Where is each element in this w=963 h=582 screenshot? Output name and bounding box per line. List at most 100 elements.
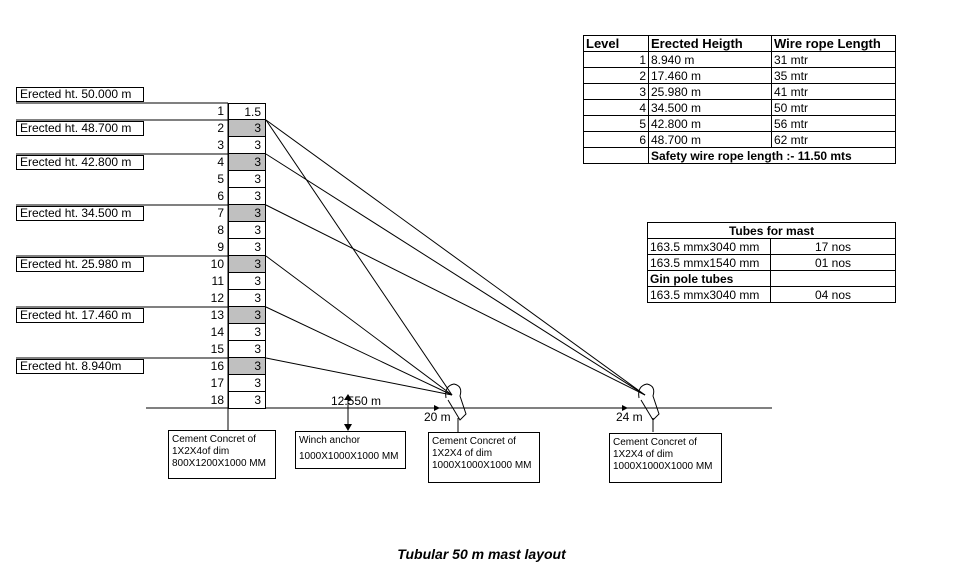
header-wire-rope-length: Wire rope Length <box>771 35 896 52</box>
winch-anchor-line: 1000X1000X1000 MM <box>299 451 399 462</box>
anchor2-distance: 24 m <box>616 410 643 424</box>
mast-section-length: 1.5 <box>228 103 266 120</box>
mast-section-length: 3 <box>228 154 266 171</box>
guy-wire-l1-near <box>265 357 453 396</box>
tubes-row: 163.5 mmx3040 mm 17 nos <box>647 238 896 255</box>
anchor1-foundation-line: 1000X1000X1000 MM <box>432 460 532 471</box>
gin-blank <box>770 270 896 287</box>
mast-section-length: 3 <box>228 120 266 137</box>
mast-section-length: 3 <box>228 392 266 409</box>
tube-size: 163.5 mmx3040 mm <box>647 238 771 255</box>
tube-qty: 01 nos <box>770 254 896 271</box>
mast-section-length: 3 <box>228 171 266 188</box>
mast-section-number: 15 <box>210 342 224 356</box>
wire-rope-length: 50 mtr <box>771 99 896 116</box>
mast-section-number: 8 <box>217 223 224 237</box>
anchor-hook-near <box>445 383 467 421</box>
mast-section-number: 16 <box>210 359 224 373</box>
anchor2-foundation-box: Cement Concret of 1X2X4 of dim 1000X1000… <box>609 433 722 483</box>
mast-section-length: 3 <box>228 375 266 392</box>
mast-section-length: 3 <box>228 290 266 307</box>
tubes-header: Tubes for mast <box>647 222 896 239</box>
mast-section-length: 3 <box>228 324 266 341</box>
anchor2-foundation-line: 1000X1000X1000 MM <box>613 461 713 472</box>
diagram-title: Tubular 50 m mast layout <box>397 546 566 562</box>
mast-section-number: 5 <box>217 172 224 186</box>
erected-height: 48.700 m <box>648 131 772 148</box>
tube-qty: 17 nos <box>770 238 896 255</box>
erected-height: 42.800 m <box>648 115 772 132</box>
mast-section-length: 3 <box>228 239 266 256</box>
mast-section-length: 3 <box>228 137 266 154</box>
tubes-row: 163.5 mmx1540 mm 01 nos <box>647 254 896 271</box>
mast-section-number: 9 <box>217 240 224 254</box>
mast-foundation-line: Cement Concret of <box>172 434 256 445</box>
winch-anchor-box: Winch anchor 1000X1000X1000 MM <box>295 431 406 469</box>
erected-label-50: Erected ht. 50.000 m <box>16 87 144 102</box>
winch-arrow-head-up <box>344 394 352 400</box>
wire-rope-length: 56 mtr <box>771 115 896 132</box>
level-table-header: Level Erected Heigth Wire rope Length <box>583 35 896 52</box>
mast-section-number: 17 <box>210 376 224 390</box>
footer-blank <box>583 147 649 164</box>
mast-section-number: 3 <box>217 138 224 152</box>
mast-section-number: 2 <box>217 121 224 135</box>
mast-foundation-line: 1X2X4of dim <box>172 446 230 457</box>
erected-label-17: Erected ht. 17.460 m <box>16 308 144 323</box>
winch-distance: 12.550 m <box>331 394 382 408</box>
mast-section-number: 4 <box>217 155 224 169</box>
level-number: 3 <box>583 83 649 100</box>
mast-section-length: 3 <box>228 256 266 273</box>
level-number: 1 <box>583 51 649 68</box>
level-number: 5 <box>583 115 649 132</box>
mast-section-number: 1 <box>217 104 224 118</box>
guy-wire-l2-near <box>265 306 453 396</box>
anchor1-distance: 20 m <box>424 410 451 424</box>
tubes-table: Tubes for mast 163.5 mmx3040 mm 17 nos 1… <box>647 222 896 303</box>
anchor2-foundation-line: Cement Concret of <box>613 437 697 448</box>
mast-section-length: 3 <box>228 341 266 358</box>
level-number: 2 <box>583 67 649 84</box>
mast-section-number: 14 <box>210 325 224 339</box>
level-number: 4 <box>583 99 649 116</box>
erected-height: 25.980 m <box>648 83 772 100</box>
winch-arrow-head-down <box>344 424 352 431</box>
anchor1-foundation-line: 1X2X4 of dim <box>432 448 493 459</box>
mast-foundation-box: Cement Concret of 1X2X4of dim 800X1200X1… <box>168 430 276 479</box>
mast-section-number: 11 <box>211 274 224 288</box>
erected-height: 8.940 m <box>648 51 772 68</box>
mast-section-length: 3 <box>228 273 266 290</box>
header-level: Level <box>583 35 649 52</box>
guy-wire-l5-far <box>265 153 646 396</box>
mast-section-number: 13 <box>210 308 224 322</box>
anchor2-foundation-line: 1X2X4 of dim <box>613 449 674 460</box>
winch-anchor-line: Winch anchor <box>299 435 361 446</box>
erected-label-42: Erected ht. 42.800 m <box>16 155 144 170</box>
mast-section-number: 12 <box>210 291 224 305</box>
guy-wire-l4-far <box>265 204 646 396</box>
guy-wire-l6-near <box>265 119 453 396</box>
safety-wire-rope: Safety wire rope length :- 11.50 mts <box>648 147 896 164</box>
mast-section-length: 3 <box>228 188 266 205</box>
guy-wire-l6-far <box>265 119 646 396</box>
erected-label-8: Erected ht. 8.940m <box>16 359 144 374</box>
wire-rope-length: 41 mtr <box>771 83 896 100</box>
erected-label-48: Erected ht. 48.700 m <box>16 121 144 136</box>
anchor1-foundation-line: Cement Concret of <box>432 436 516 447</box>
mast-section-number: 6 <box>217 189 224 203</box>
header-erected-height: Erected Heigth <box>648 35 772 52</box>
dist-arrow-20 <box>434 405 440 411</box>
tube-size: 163.5 mmx1540 mm <box>647 254 771 271</box>
erected-label-34: Erected ht. 34.500 m <box>16 206 144 221</box>
mast-section-number: 18 <box>210 393 224 407</box>
dist-arrow-24 <box>622 405 628 411</box>
gin-tube-size: 163.5 mmx3040 mm <box>647 286 771 303</box>
level-number: 6 <box>583 131 649 148</box>
